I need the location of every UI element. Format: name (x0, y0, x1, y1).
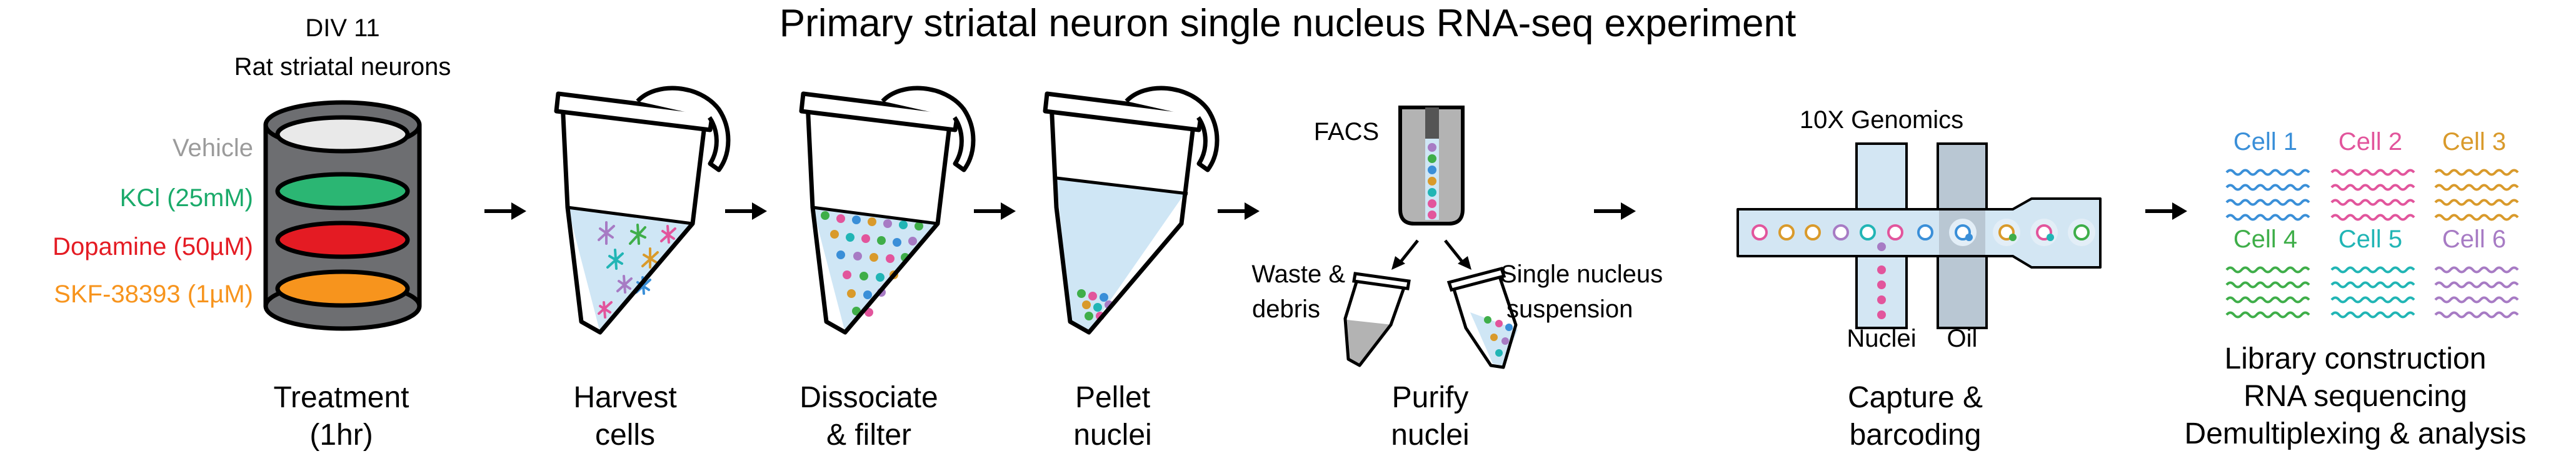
step-capture-line1: Capture & (1848, 381, 1983, 414)
step-capture-line2: barcoding (1850, 419, 1982, 452)
flow-arrows (484, 202, 2187, 220)
read-wave (2330, 296, 2415, 304)
step-pellet-line1: Pellet (1075, 381, 1150, 414)
facs-split-arrows (1391, 239, 1471, 270)
read-wave (2330, 266, 2415, 274)
cell-label-2: Cell 2 (2338, 128, 2402, 156)
step-library-line1: Library construction (2225, 342, 2487, 375)
single-nucleus-label-line1: Single nucleus (1500, 260, 1663, 288)
read-wave (2330, 281, 2415, 289)
step-pellet-line2: nuclei (1073, 419, 1151, 452)
treatment-label-kcl: KCl (25mM) (120, 184, 253, 212)
read-wave (2434, 296, 2519, 304)
read-wave (2434, 214, 2519, 221)
step-labels: Treatment (1hr) Harvest cells Dissociate… (274, 342, 2527, 452)
read-wave (2330, 214, 2415, 221)
cell-label-4: Cell 4 (2233, 226, 2297, 253)
dish-stack-icon (263, 100, 422, 331)
culture-cells-label: Rat striatal neurons (234, 53, 451, 81)
read-wave (2434, 266, 2519, 274)
read-wave (2434, 311, 2519, 319)
single-nucleus-tube-icon (1446, 266, 1518, 369)
cell-label-3: Cell 3 (2442, 128, 2506, 156)
treatment-label-dopamine: Dopamine (50µM) (53, 233, 253, 260)
10x-genomics-label: 10X Genomics (1800, 106, 1963, 134)
read-wave (2434, 169, 2519, 176)
step-purify-line1: Purify (1392, 381, 1469, 414)
step-dissociate-line2: & filter (826, 419, 911, 452)
arrow-icon (484, 202, 526, 220)
treatment-label-vehicle: Vehicle (173, 134, 253, 162)
cell-label-1: Cell 1 (2233, 128, 2297, 156)
single-nucleus-label-line2: suspension (1506, 295, 1633, 323)
step-treatment-line2: (1hr) (309, 419, 373, 452)
waste-tube-icon (1343, 272, 1411, 367)
step-purify-line2: nuclei (1391, 419, 1469, 452)
arrow-icon (974, 202, 1016, 220)
read-wave (2434, 281, 2519, 289)
arrow-icon (1218, 202, 1260, 220)
nuclei-channel-label: Nuclei (1847, 325, 1916, 352)
harvest-tube-icon (554, 86, 731, 335)
read-wave (2330, 199, 2415, 206)
read-wave (2225, 296, 2310, 304)
read-wave (2434, 184, 2519, 191)
cell-reads-grid: Cell 1 Cell 2 Cell 3 Cell 4 Cell 5 Cell … (2225, 128, 2519, 319)
waste-label-line2: debris (1252, 295, 1320, 323)
read-wave (2225, 184, 2310, 191)
diagram-title: Primary striatal neuron single nucleus R… (779, 2, 1796, 45)
waste-label-line1: Waste & (1251, 260, 1345, 288)
microfluidic-chip-icon (1737, 142, 2102, 329)
treatment-label-skf: SKF-38393 (1µM) (54, 280, 253, 308)
read-wave (2330, 184, 2415, 191)
arrow-icon (1594, 202, 1636, 220)
step-library-line2: RNA sequencing (2243, 380, 2467, 413)
read-wave (2330, 311, 2415, 319)
step-harvest-line1: Harvest (573, 381, 676, 414)
oil-channel-label: Oil (1947, 325, 1978, 352)
step-harvest-line2: cells (595, 419, 655, 452)
cell-label-6: Cell 6 (2442, 226, 2506, 253)
read-wave (2330, 169, 2415, 176)
read-wave (2225, 311, 2310, 319)
culture-div-label: DIV 11 (305, 14, 379, 42)
step-treatment-line1: Treatment (274, 381, 409, 414)
read-wave (2434, 199, 2519, 206)
cell-label-5: Cell 5 (2338, 226, 2402, 253)
read-wave (2225, 281, 2310, 289)
read-wave (2225, 266, 2310, 274)
facs-label: FACS (1314, 118, 1379, 146)
treatment-labels: Vehicle KCl (25mM) Dopamine (50µM) SKF-3… (53, 134, 253, 308)
pellet-tube-icon (1043, 86, 1220, 335)
arrow-icon (2145, 202, 2187, 220)
step-dissociate-line1: Dissociate (799, 381, 938, 414)
read-wave (2225, 214, 2310, 221)
read-wave (2225, 169, 2310, 176)
arrow-icon (725, 202, 767, 220)
read-wave (2225, 199, 2310, 206)
dissociate-tube-icon (799, 86, 976, 335)
read-waves (2225, 169, 2519, 319)
step-library-line3: Demultiplexing & analysis (2185, 417, 2527, 450)
facs-nozzle-icon (1398, 106, 1465, 226)
